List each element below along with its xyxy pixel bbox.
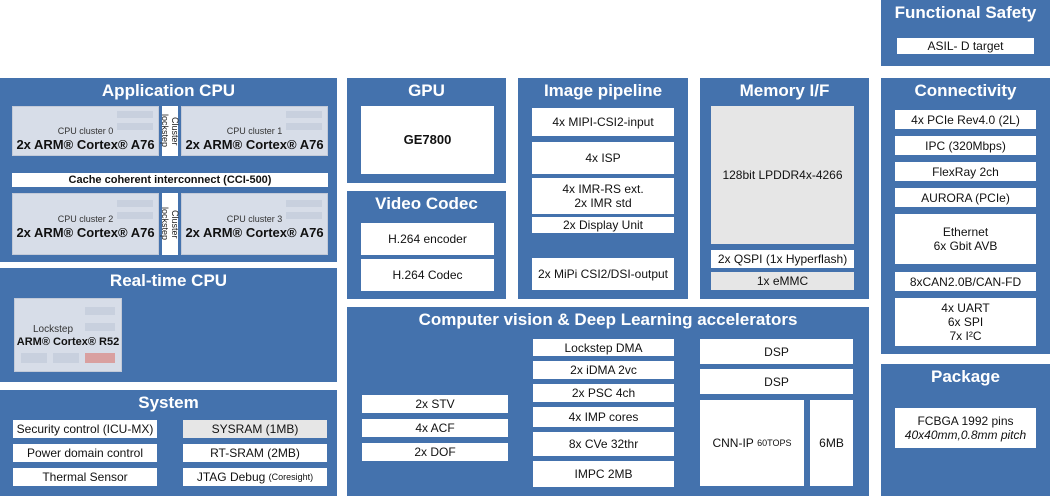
rt-sram-box: RT-SRAM (2MB) bbox=[183, 444, 327, 462]
package-line-2: 40x40mm,0.8mm pitch bbox=[904, 428, 1027, 442]
impc-box: IMPC 2MB bbox=[533, 461, 674, 487]
gpu-panel: GPU GE7800 bbox=[347, 78, 506, 183]
sysram-box: SYSRAM (1MB) bbox=[183, 420, 327, 438]
ge7800-box: GE7800 bbox=[361, 106, 494, 174]
image-pipeline-title: Image pipeline bbox=[543, 81, 663, 100]
memory-if-title: Memory I/F bbox=[739, 81, 830, 100]
cpu-cluster-1-label: CPU cluster 1 bbox=[226, 126, 283, 136]
dsp-box-2: DSP bbox=[700, 369, 853, 394]
mipi-csi2-input-box: 4x MIPI-CSI2-input bbox=[532, 108, 674, 136]
cpu-cluster-2-core: 2x ARM® Cortex® A76 bbox=[16, 225, 155, 240]
emmc-box: 1x eMMC bbox=[711, 272, 854, 290]
cpu-cluster-2: CPU cluster 2 2x ARM® Cortex® A76 bbox=[12, 193, 159, 255]
uart-spi-i2c-box: 4x UART 6x SPI 7x I²C bbox=[895, 298, 1036, 346]
cnn-ip-tops: 60TOPS bbox=[757, 438, 792, 448]
pcie-box: 4x PCIe Rev4.0 (2L) bbox=[895, 110, 1036, 129]
cluster-lockstep-label-bottom: Cluster lockstep bbox=[160, 193, 180, 255]
cluster-decoration bbox=[85, 307, 115, 315]
cpu-cluster-1: CPU cluster 1 2x ARM® Cortex® A76 bbox=[181, 106, 328, 156]
jtag-coresight-note: (Coresight) bbox=[268, 472, 314, 482]
cv-dl-title: Computer vision & Deep Learning accelera… bbox=[418, 310, 798, 329]
cpu-cluster-0-core: 2x ARM® Cortex® A76 bbox=[16, 137, 155, 152]
package-box: FCBGA 1992 pins 40x40mm,0.8mm pitch bbox=[895, 408, 1036, 448]
display-unit-box: 2x Display Unit bbox=[532, 217, 674, 233]
package-title: Package bbox=[931, 367, 1000, 386]
isp-box: 4x ISP bbox=[532, 142, 674, 174]
flexray-box: FlexRay 2ch bbox=[895, 162, 1036, 181]
idma-box: 2x iDMA 2vc bbox=[533, 361, 674, 379]
jtag-debug-label: JTAG Debug bbox=[196, 470, 266, 484]
video-codec-panel: Video Codec H.264 encoder H.264 Codec bbox=[347, 191, 506, 299]
can-box: 8xCAN2.0B/CAN-FD bbox=[895, 272, 1036, 291]
connectivity-title: Connectivity bbox=[914, 81, 1017, 100]
aurora-box: AURORA (PCIe) bbox=[895, 188, 1036, 207]
package-panel: Package FCBGA 1992 pins 40x40mm,0.8mm pi… bbox=[881, 364, 1050, 496]
cpu-cluster-3: CPU cluster 3 2x ARM® Cortex® A76 bbox=[181, 193, 328, 255]
r52-cluster: Lockstep ARM® Cortex® R52 bbox=[14, 298, 122, 372]
cpu-cluster-0: CPU cluster 0 2x ARM® Cortex® A76 bbox=[12, 106, 159, 156]
dsp-box-1: DSP bbox=[700, 339, 853, 364]
application-cpu-title: Application CPU bbox=[101, 81, 236, 100]
cnn-ip-box: CNN-IP 60TOPS bbox=[700, 400, 804, 486]
cluster-decoration bbox=[286, 123, 322, 130]
h264-encoder-box: H.264 encoder bbox=[361, 223, 494, 255]
system-panel: System Security control (ICU-MX) Power d… bbox=[0, 390, 337, 496]
asil-d-target-box: ASIL- D target bbox=[897, 38, 1034, 54]
ethernet-box: Ethernet 6x Gbit AVB bbox=[895, 214, 1036, 264]
cluster-decoration bbox=[286, 212, 322, 219]
cpu-cluster-0-label: CPU cluster 0 bbox=[57, 126, 114, 136]
image-pipeline-panel: Image pipeline 4x MIPI-CSI2-input 4x ISP… bbox=[518, 78, 688, 299]
cluster-decoration bbox=[117, 123, 153, 130]
real-time-cpu-panel: Real-time CPU Lockstep ARM® Cortex® R52 bbox=[0, 268, 337, 382]
imr-box: 4x IMR-RS ext. 2x IMR std bbox=[532, 178, 674, 214]
cpu-cluster-3-label: CPU cluster 3 bbox=[226, 214, 283, 224]
acf-box: 4x ACF bbox=[362, 419, 508, 437]
video-codec-title: Video Codec bbox=[375, 194, 478, 213]
cluster-decoration bbox=[117, 111, 153, 118]
cluster-lockstep-label-top: Cluster lockstep bbox=[160, 106, 180, 156]
real-time-cpu-title: Real-time CPU bbox=[109, 271, 228, 290]
application-cpu-panel: Application CPU CPU cluster 0 2x ARM® Co… bbox=[0, 78, 337, 262]
package-line-1: FCBGA 1992 pins bbox=[917, 414, 1014, 428]
power-domain-control-box: Power domain control bbox=[13, 444, 157, 462]
thermal-sensor-box: Thermal Sensor bbox=[13, 468, 157, 486]
cnn-memory-box: 6MB bbox=[810, 400, 853, 486]
memory-if-panel: Memory I/F 128bit LPDDR4x-4266 2x QSPI (… bbox=[700, 78, 869, 299]
gpu-title: GPU bbox=[408, 81, 445, 100]
r52-lockstep-label: Lockstep bbox=[32, 324, 74, 335]
cluster-decoration bbox=[286, 200, 322, 207]
lockstep-dma-box: Lockstep DMA bbox=[533, 339, 674, 356]
dof-box: 2x DOF bbox=[362, 443, 508, 461]
cluster-decoration bbox=[85, 323, 115, 331]
cpu-cluster-3-core: 2x ARM® Cortex® A76 bbox=[185, 225, 324, 240]
cache-coherent-interconnect: Cache coherent interconnect (CCI-500) bbox=[12, 173, 328, 187]
cnn-ip-label: CNN-IP bbox=[712, 436, 754, 450]
stv-box: 2x STV bbox=[362, 395, 508, 413]
cve-box: 8x CVe 32thr bbox=[533, 432, 674, 456]
cluster-decoration bbox=[117, 200, 153, 207]
imp-cores-box: 4x IMP cores bbox=[533, 407, 674, 427]
ipc-box: IPC (320Mbps) bbox=[895, 136, 1036, 155]
cluster-decoration bbox=[85, 353, 115, 363]
functional-safety-title: Functional Safety bbox=[894, 3, 1037, 22]
mipi-csi2-dsi-output-box: 2x MiPi CSI2/DSI-output bbox=[532, 258, 674, 290]
h264-codec-box: H.264 Codec bbox=[361, 259, 494, 291]
cv-dl-accelerators-panel: Computer vision & Deep Learning accelera… bbox=[347, 307, 869, 496]
r52-core: ARM® Cortex® R52 bbox=[16, 336, 120, 348]
cluster-decoration bbox=[53, 353, 79, 363]
cpu-cluster-1-core: 2x ARM® Cortex® A76 bbox=[185, 137, 324, 152]
qspi-box: 2x QSPI (1x Hyperflash) bbox=[711, 250, 854, 268]
jtag-debug-box: JTAG Debug (Coresight) bbox=[183, 468, 327, 486]
cluster-decoration bbox=[21, 353, 47, 363]
lpddr4x-box: 128bit LPDDR4x-4266 bbox=[711, 106, 854, 244]
system-title: System bbox=[138, 393, 199, 412]
psc-box: 2x PSC 4ch bbox=[533, 384, 674, 402]
cluster-decoration bbox=[117, 212, 153, 219]
cpu-cluster-2-label: CPU cluster 2 bbox=[57, 214, 114, 224]
functional-safety-panel: Functional Safety ASIL- D target bbox=[881, 0, 1050, 66]
cluster-decoration bbox=[286, 111, 322, 118]
security-control-box: Security control (ICU-MX) bbox=[13, 420, 157, 438]
connectivity-panel: Connectivity 4x PCIe Rev4.0 (2L) IPC (32… bbox=[881, 78, 1050, 354]
